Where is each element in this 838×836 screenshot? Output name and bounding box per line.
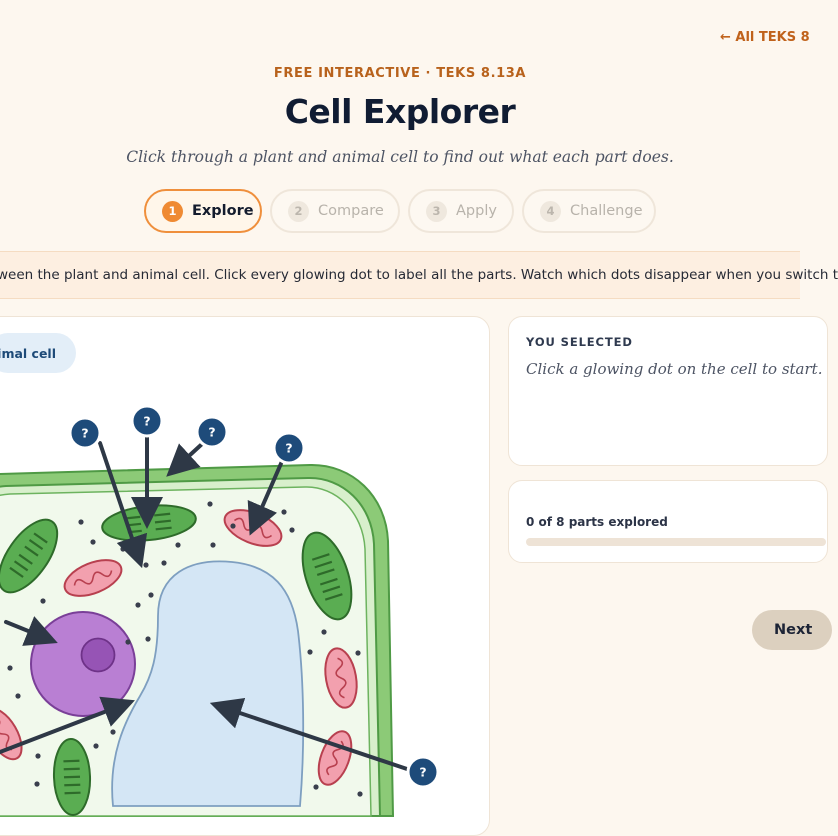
selection-hint: Click a glowing dot on the cell to start… [526, 360, 823, 378]
step-label: Compare [318, 203, 384, 219]
plant-cell-diagram: ? ? ? ? ? [0, 404, 440, 817]
hotspot-label: ? [419, 765, 426, 780]
instructions-banner: ween the plant and animal cell. Click ev… [0, 251, 838, 299]
step-label: Challenge [570, 203, 643, 219]
step-number: 1 [162, 200, 183, 222]
hotspot-label: ? [81, 426, 88, 441]
animal-cell-toggle[interactable]: imal cell [0, 333, 76, 373]
eyebrow-label: FREE INTERACTIVE · TEKS 8.13A [273, 66, 527, 81]
progress-bar [526, 538, 826, 546]
nucleolus [80, 637, 116, 673]
tab-challenge[interactable]: 4 Challenge [522, 189, 656, 233]
central-vacuole [111, 560, 305, 807]
hotspot-dot[interactable]: ? [130, 404, 164, 438]
nucleus [30, 611, 136, 717]
hotspot-dot[interactable]: ? [195, 415, 229, 449]
hotspot-dot[interactable]: ? [406, 755, 440, 789]
page-title: Cell Explorer [284, 92, 516, 131]
step-tabs: 1 Explore 2 Compare 3 Apply 4 Challenge [0, 189, 800, 233]
mitochondrion [324, 647, 358, 709]
progress-card: 0 of 8 parts explored [508, 480, 828, 563]
hotspot-dot[interactable]: ? [68, 416, 102, 450]
selection-card: YOU SELECTED Click a glowing dot on the … [508, 316, 828, 466]
all-teks-link[interactable]: ← All TEKS 8 [720, 30, 810, 45]
step-number: 3 [426, 200, 447, 222]
step-label: Apply [456, 203, 497, 219]
instructions-text: ween the plant and animal cell. Click ev… [0, 267, 838, 283]
progress-label: 0 of 8 parts explored [526, 515, 668, 529]
hotspot-label: ? [208, 425, 215, 440]
selection-heading: YOU SELECTED [526, 335, 633, 349]
label-arrows [0, 430, 412, 772]
hotspot-label: ? [285, 441, 292, 456]
step-number: 2 [288, 200, 309, 222]
chloroplast [301, 531, 353, 621]
hotspot-dot[interactable]: ? [272, 431, 306, 465]
chloroplast [0, 518, 59, 594]
tab-apply[interactable]: 3 Apply [408, 189, 514, 233]
tab-compare[interactable]: 2 Compare [270, 189, 400, 233]
step-number: 4 [540, 200, 561, 222]
chloroplast [52, 738, 92, 816]
page-subtitle: Click through a plant and animal cell to… [126, 148, 674, 166]
ribosomes [7, 501, 363, 797]
step-label: Explore [192, 203, 254, 219]
next-button[interactable]: Next [752, 610, 832, 650]
tab-explore[interactable]: 1 Explore [144, 189, 262, 233]
hotspot-label: ? [143, 414, 150, 429]
